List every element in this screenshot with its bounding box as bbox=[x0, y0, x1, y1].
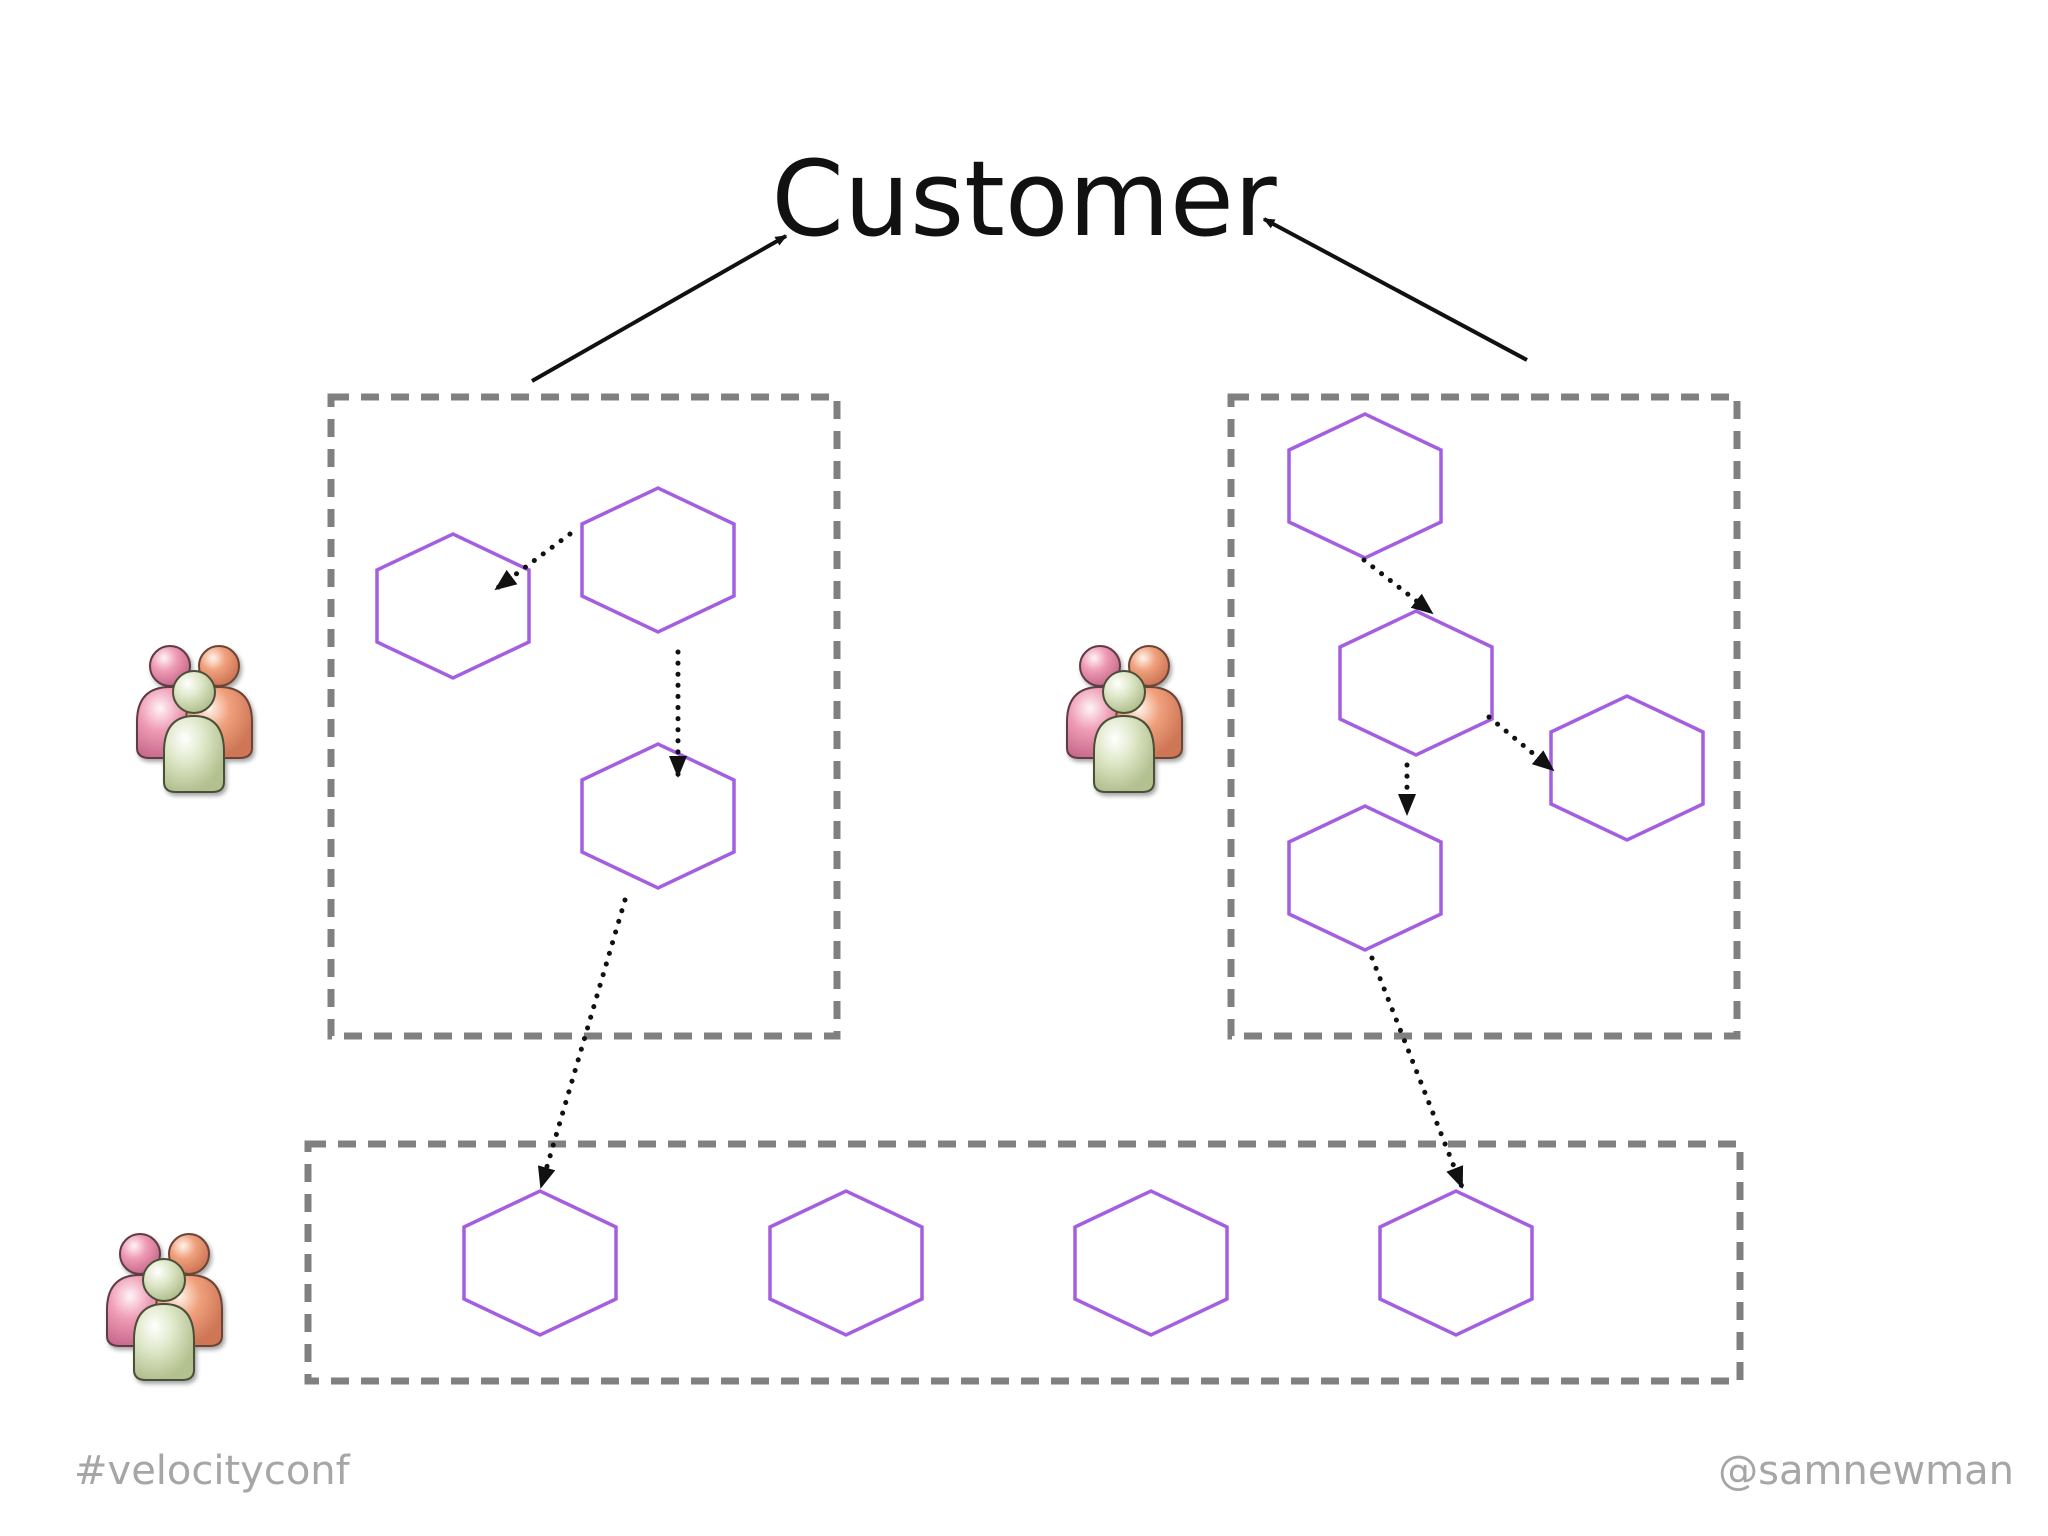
team-icon bbox=[106, 1233, 223, 1381]
left-to-customer-arrow bbox=[531, 234, 788, 383]
service-hexagon bbox=[1287, 412, 1443, 560]
service-hexagon bbox=[1287, 804, 1443, 952]
team-icon bbox=[136, 645, 253, 793]
footer-handle: @samnewman bbox=[1718, 1448, 2014, 1494]
dependency-arrow bbox=[1369, 955, 1465, 1190]
customer-title: Customer bbox=[771, 138, 1276, 260]
dependency-arrow bbox=[1486, 714, 1556, 773]
service-hexagon bbox=[1378, 1189, 1534, 1337]
service-hexagon bbox=[375, 532, 531, 680]
service-hexagon bbox=[1549, 694, 1705, 842]
team-boundary-box-left bbox=[327, 393, 841, 1040]
footer-hashtag: #velocityconf bbox=[74, 1448, 351, 1494]
team-boundary-box-right bbox=[1227, 393, 1741, 1040]
team-icon bbox=[1066, 645, 1183, 793]
service-hexagon bbox=[462, 1189, 618, 1337]
service-hexagon bbox=[1073, 1189, 1229, 1337]
shared-services-box bbox=[304, 1140, 1744, 1385]
service-hexagon bbox=[768, 1189, 924, 1337]
dependency-arrow bbox=[1361, 557, 1435, 616]
service-hexagon bbox=[1338, 609, 1494, 757]
service-hexagon bbox=[580, 742, 736, 890]
service-hexagon bbox=[580, 486, 736, 634]
right-to-customer-arrow bbox=[1262, 217, 1528, 362]
dependency-arrow bbox=[493, 531, 573, 592]
